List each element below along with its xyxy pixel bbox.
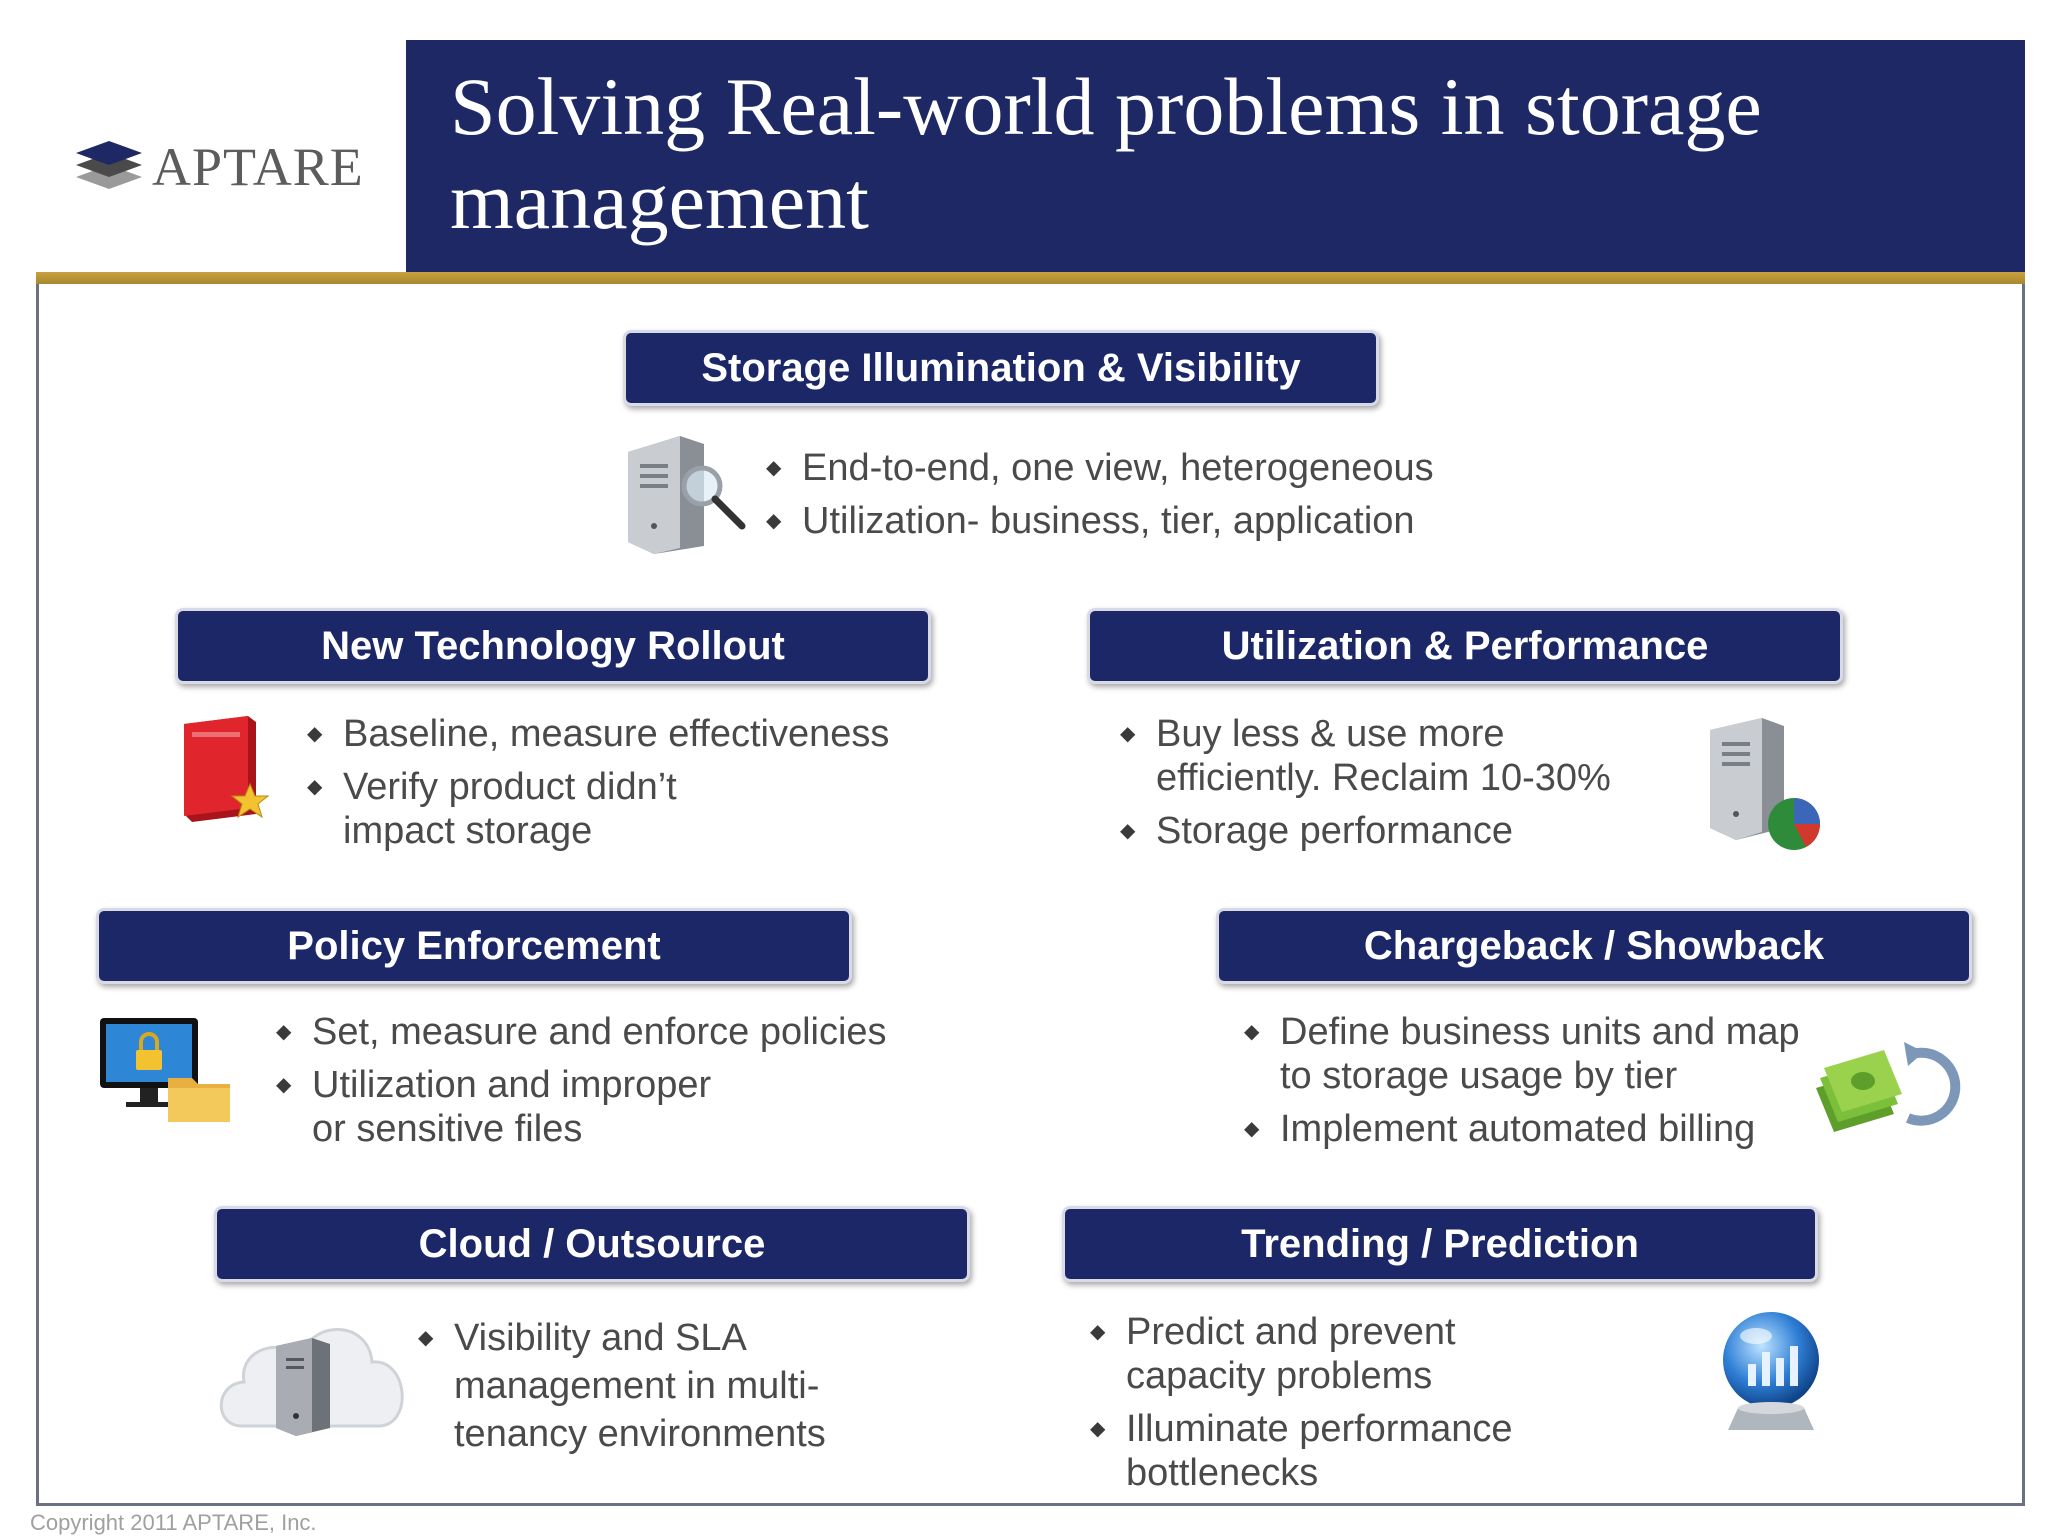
bullet-list-utilization: Buy less & use more efficiently. Reclaim… bbox=[1120, 712, 1640, 862]
gold-divider bbox=[36, 272, 2025, 284]
title-bar: Solving Real-world problems in storage m… bbox=[406, 40, 2025, 272]
server-pie-chart-icon bbox=[1710, 718, 1820, 850]
bullet-item: End-to-end, one view, heterogeneous bbox=[766, 446, 1526, 490]
bullet-item: Baseline, measure effectiveness bbox=[307, 712, 947, 756]
red-book-star-icon bbox=[184, 716, 270, 822]
bullet-item: Define business units and map to storage… bbox=[1244, 1010, 1824, 1098]
bullet-item: Buy less & use more efficiently. Reclaim… bbox=[1120, 712, 1640, 800]
bullet-item: Predict and prevent capacity problems bbox=[1090, 1310, 1560, 1398]
section-heading-utilization: Utilization & Performance bbox=[1087, 608, 1843, 684]
bullet-list-cloud: Visibility and SLA management in multi-t… bbox=[418, 1314, 858, 1467]
cloud-server-icon bbox=[219, 1328, 404, 1436]
logo-text: APTARE bbox=[152, 137, 364, 197]
copyright-text: Copyright 2011 APTARE, Inc. bbox=[30, 1510, 317, 1535]
bullet-list-trending: Predict and prevent capacity problems Il… bbox=[1090, 1310, 1560, 1504]
bullet-list-new-technology: Baseline, measure effectiveness Verify p… bbox=[307, 712, 947, 862]
monitor-lock-folder-icon bbox=[100, 1018, 230, 1122]
bullet-item: Set, measure and enforce policies bbox=[276, 1010, 916, 1054]
bullet-item: Utilization- business, tier, application bbox=[766, 499, 1526, 543]
bullet-item: Visibility and SLA management in multi-t… bbox=[418, 1314, 858, 1458]
section-heading-cloud: Cloud / Outsource bbox=[214, 1206, 970, 1282]
bullet-item: Verify product didn’t impact storage bbox=[307, 765, 763, 853]
money-cycle-icon bbox=[1816, 1042, 1961, 1132]
bullet-list-storage-illumination: End-to-end, one view, heterogeneous Util… bbox=[766, 446, 1526, 552]
bullet-item: Illuminate performance bottlenecks bbox=[1090, 1407, 1560, 1495]
section-heading-trending: Trending / Prediction bbox=[1062, 1206, 1818, 1282]
section-heading-new-technology: New Technology Rollout bbox=[175, 608, 931, 684]
bullet-item: Utilization and improper or sensitive fi… bbox=[276, 1063, 752, 1151]
server-magnifier-icon bbox=[628, 436, 746, 554]
bullet-item: Implement automated billing bbox=[1244, 1107, 1824, 1151]
slide-title: Solving Real-world problems in storage m… bbox=[450, 61, 1762, 246]
bullet-item: Storage performance bbox=[1120, 809, 1640, 853]
crystal-ball-icon bbox=[1723, 1312, 1819, 1430]
section-heading-chargeback: Chargeback / Showback bbox=[1216, 908, 1972, 984]
section-heading-policy: Policy Enforcement bbox=[96, 908, 852, 984]
bullet-list-chargeback: Define business units and map to storage… bbox=[1244, 1010, 1824, 1160]
bullet-list-policy: Set, measure and enforce policies Utiliz… bbox=[276, 1010, 916, 1160]
logo-panel: APTARE bbox=[36, 40, 406, 272]
section-heading-storage-illumination: Storage Illumination & Visibility bbox=[623, 330, 1379, 406]
aptare-logo-icon bbox=[76, 141, 142, 189]
